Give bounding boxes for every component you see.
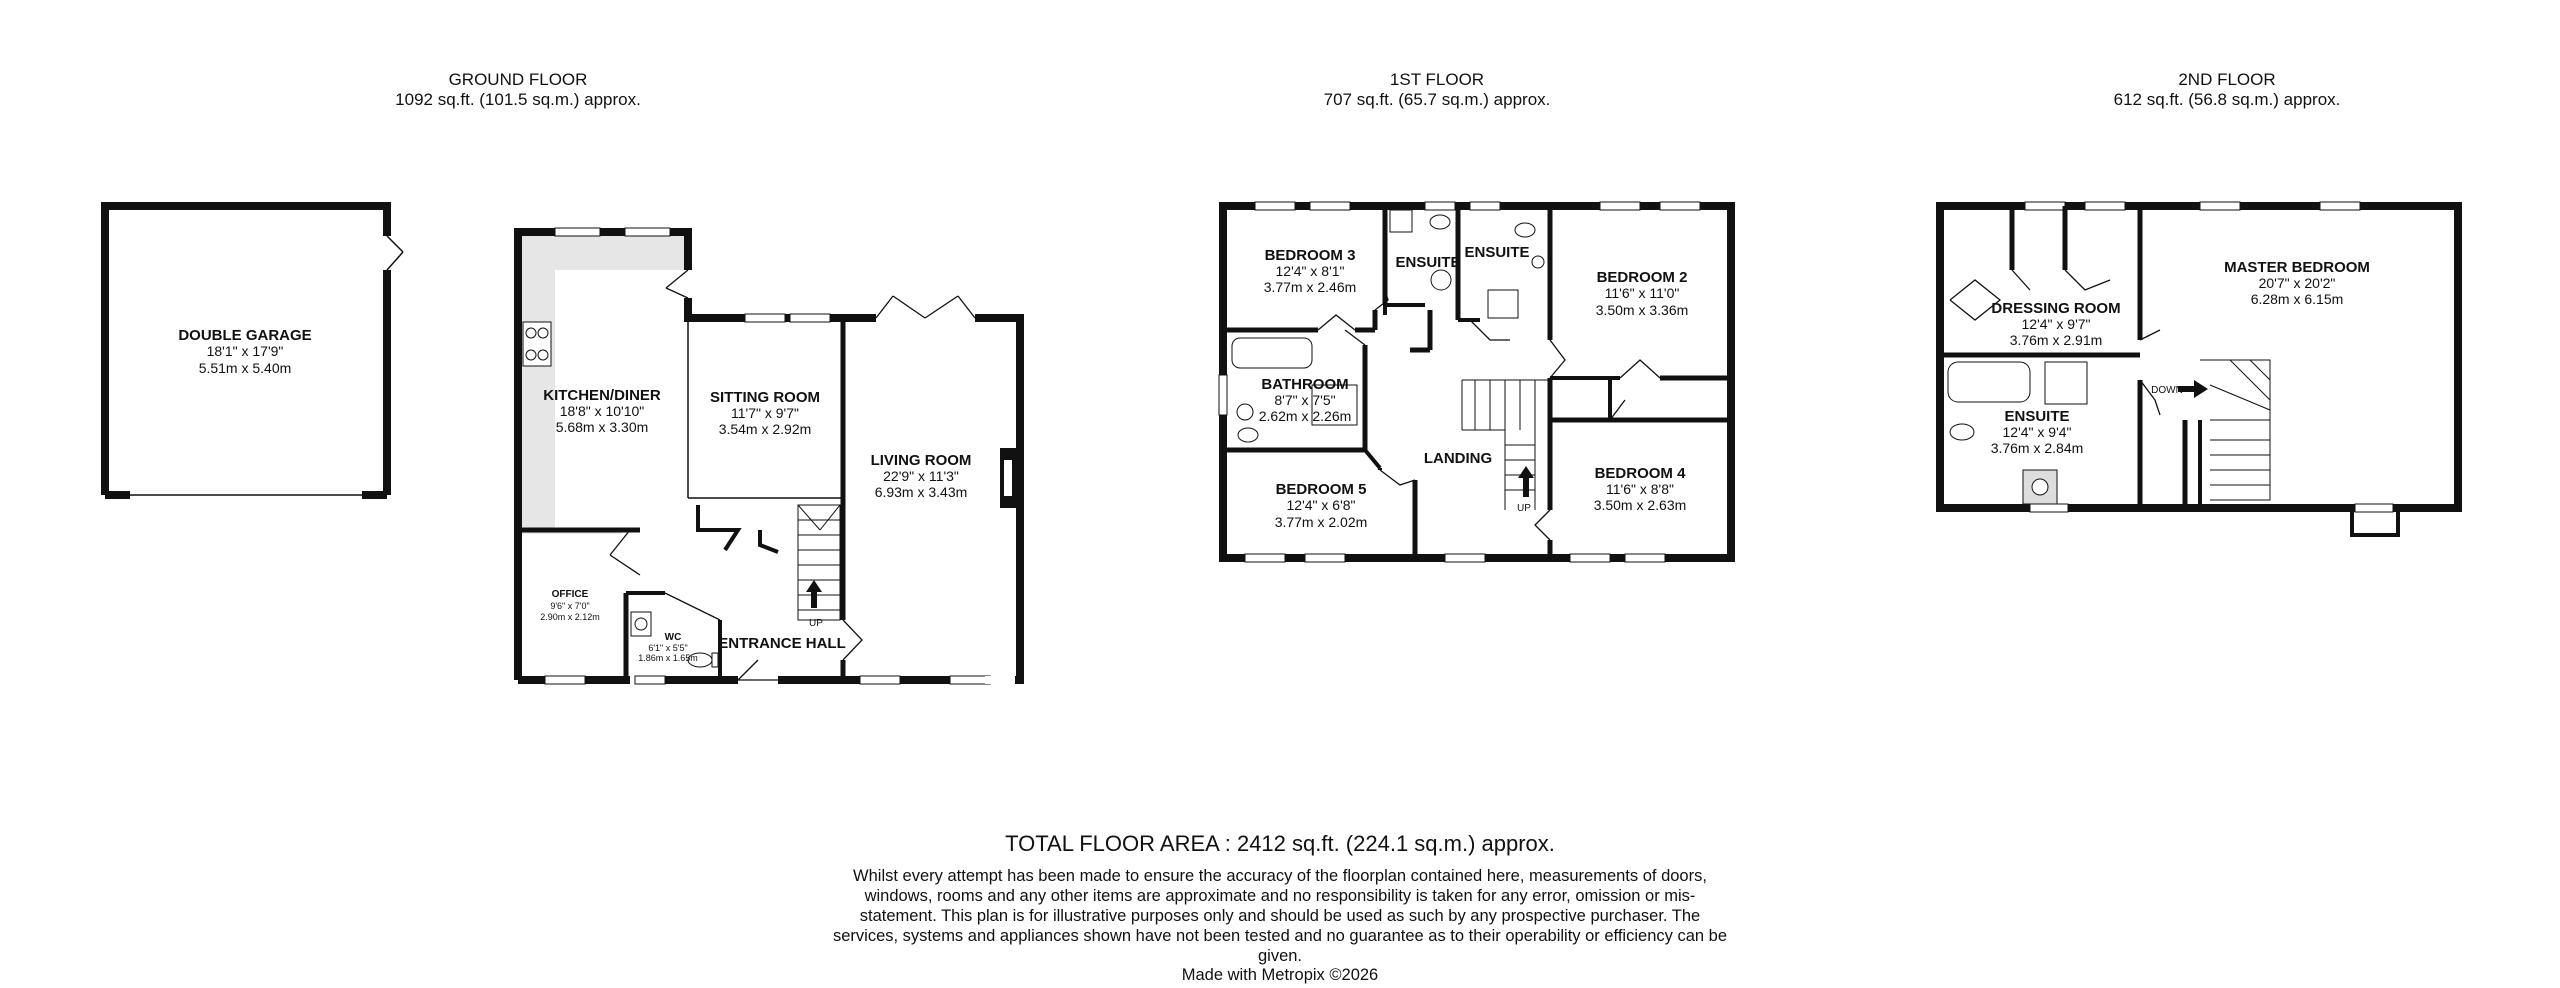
total-floor-area: TOTAL FLOOR AREA : 2412 sq.ft. (224.1 sq…: [1005, 831, 1555, 856]
office-name: OFFICE: [552, 589, 589, 600]
second-stairs-down-label: DOWN: [2151, 385, 2183, 396]
first-floor-title: 1ST FLOOR: [1389, 70, 1485, 89]
first-interior-walls: [1223, 206, 1731, 558]
bedroom4-name: BEDROOM 4: [1595, 465, 1687, 482]
office-metric: 2.90m x 2.12m: [540, 612, 600, 622]
sitting-name: SITTING ROOM: [710, 389, 820, 406]
ground-windows: [544, 227, 1015, 685]
first-floor-plan: [1218, 201, 1735, 563]
ground-interior-walls: [515, 318, 863, 681]
ensuite3-imperial: 12'4" x 9'4": [2003, 424, 2072, 440]
first-up-arrow-icon: [1518, 466, 1534, 497]
ground-floor-plan: [101, 202, 1024, 685]
dressing-imperial: 12'4" x 9'7": [2022, 316, 2091, 332]
second-interior-walls: [1940, 206, 2202, 508]
first-floor-heading: 1ST FLOOR 707 sq.ft. (65.7 sq.m.) approx…: [1237, 70, 1637, 110]
first-staircase: [1461, 379, 1550, 510]
up-arrow-icon: [806, 580, 822, 608]
bedroom2-imperial: 11'6" x 11'0": [1605, 285, 1680, 301]
garage-imperial: 18'1" x 17'9": [207, 343, 284, 359]
wc-metric: 1.86m x 1.65m: [638, 653, 698, 663]
fireplace-icon: [1000, 448, 1016, 508]
metropix-credit: Made with Metropix ©2026: [1181, 966, 1379, 984]
living-metric: 6.93m x 3.43m: [875, 484, 968, 500]
bedroom5-metric: 3.77m x 2.02m: [1275, 514, 1368, 530]
first-windows: [1218, 201, 1701, 563]
bedroom4-metric: 3.50m x 2.63m: [1594, 497, 1687, 513]
second-staircase: [2200, 359, 2271, 501]
hob-icon: [522, 321, 552, 367]
ground-staircase: [797, 504, 841, 621]
second-floor-plan: [1936, 201, 2462, 537]
kitchen-imperial: 18'8" x 10'10": [560, 403, 645, 419]
master-imperial: 20'7" x 20'2": [2259, 275, 2336, 291]
french-doors: [875, 295, 976, 319]
ensuite2-name: ENSUITE: [1464, 244, 1529, 261]
dressing-name: DRESSING ROOM: [1991, 300, 2120, 317]
landing-name: LANDING: [1424, 450, 1492, 467]
down-arrow-icon: [2178, 380, 2208, 398]
ensuite3-fixtures: [1947, 361, 2088, 505]
sitting-metric: 3.54m x 2.92m: [719, 421, 812, 437]
bedroom5-name: BEDROOM 5: [1276, 481, 1367, 498]
garage-metric: 5.51m x 5.40m: [199, 360, 292, 376]
ground-floor-heading: GROUND FLOOR 1092 sq.ft. (101.5 sq.m.) a…: [318, 70, 718, 110]
first-doors: [1317, 289, 1661, 541]
ground-floor-area: 1092 sq.ft. (101.5 sq.m.) approx.: [395, 90, 641, 109]
bedroom3-name: BEDROOM 3: [1265, 247, 1356, 264]
bedroom2-name: BEDROOM 2: [1597, 269, 1688, 286]
kitchen-name: KITCHEN/DINER: [543, 387, 661, 404]
bedroom3-imperial: 12'4" x 8'1": [1276, 263, 1345, 279]
bathroom-name: BATHROOM: [1261, 376, 1348, 393]
master-name: MASTER BEDROOM: [2224, 259, 2370, 276]
second-floor-heading: 2ND FLOOR 612 sq.ft. (56.8 sq.m.) approx…: [2027, 70, 2427, 110]
bathroom-imperial: 8'7" x 7'5": [1274, 392, 1335, 408]
master-metric: 6.28m x 6.15m: [2251, 291, 2344, 307]
disclaimer-text: Whilst every attempt has been made to en…: [833, 867, 1727, 965]
hall-name: ENTRANCE HALL: [718, 635, 846, 652]
wc-imperial: 6'1" x 5'5": [648, 643, 687, 653]
garage-name: DOUBLE GARAGE: [178, 327, 311, 344]
bathroom-fixtures: [1231, 209, 1545, 443]
living-name: LIVING ROOM: [871, 452, 972, 469]
ensuite1-name: ENSUITE: [1395, 254, 1460, 271]
dormer-bay: [2350, 510, 2400, 537]
dressing-metric: 3.76m x 2.91m: [2010, 332, 2103, 348]
ground-stairs-up-label: UP: [809, 618, 823, 629]
living-imperial: 22'9" x 11'3": [883, 468, 959, 484]
first-stairs-up-label: UP: [1517, 503, 1531, 514]
kitchen-metric: 5.68m x 3.30m: [556, 419, 649, 435]
bedroom4-imperial: 11'6" x 8'8": [1606, 481, 1674, 497]
bathroom-metric: 2.62m x 2.26m: [1259, 408, 1352, 424]
second-doors: [1949, 269, 2161, 416]
ground-floor-title: GROUND FLOOR: [448, 70, 588, 89]
kitchen-door: [665, 269, 689, 299]
garage-outline: [101, 202, 404, 499]
first-floor-area: 707 sq.ft. (65.7 sq.m.) approx.: [1323, 90, 1551, 109]
kitchen-worktop: [522, 236, 688, 534]
ensuite3-name: ENSUITE: [2004, 408, 2069, 425]
sitting-imperial: 11'7" x 9'7": [731, 405, 799, 421]
second-floor-walls: [1936, 202, 2462, 512]
bedroom3-metric: 3.77m x 2.46m: [1264, 279, 1357, 295]
wc-fixtures: [630, 611, 719, 668]
bedroom2-metric: 3.50m x 3.36m: [1596, 302, 1689, 318]
bedroom5-imperial: 12'4" x 6'8": [1287, 497, 1356, 513]
ensuite3-metric: 3.76m x 2.84m: [1991, 440, 2084, 456]
second-floor-area: 612 sq.ft. (56.8 sq.m.) approx.: [2113, 90, 2341, 109]
office-imperial: 9'6" x 7'0": [550, 601, 589, 611]
wc-name: WC: [665, 632, 682, 643]
second-floor-title: 2ND FLOOR: [2178, 70, 2276, 89]
